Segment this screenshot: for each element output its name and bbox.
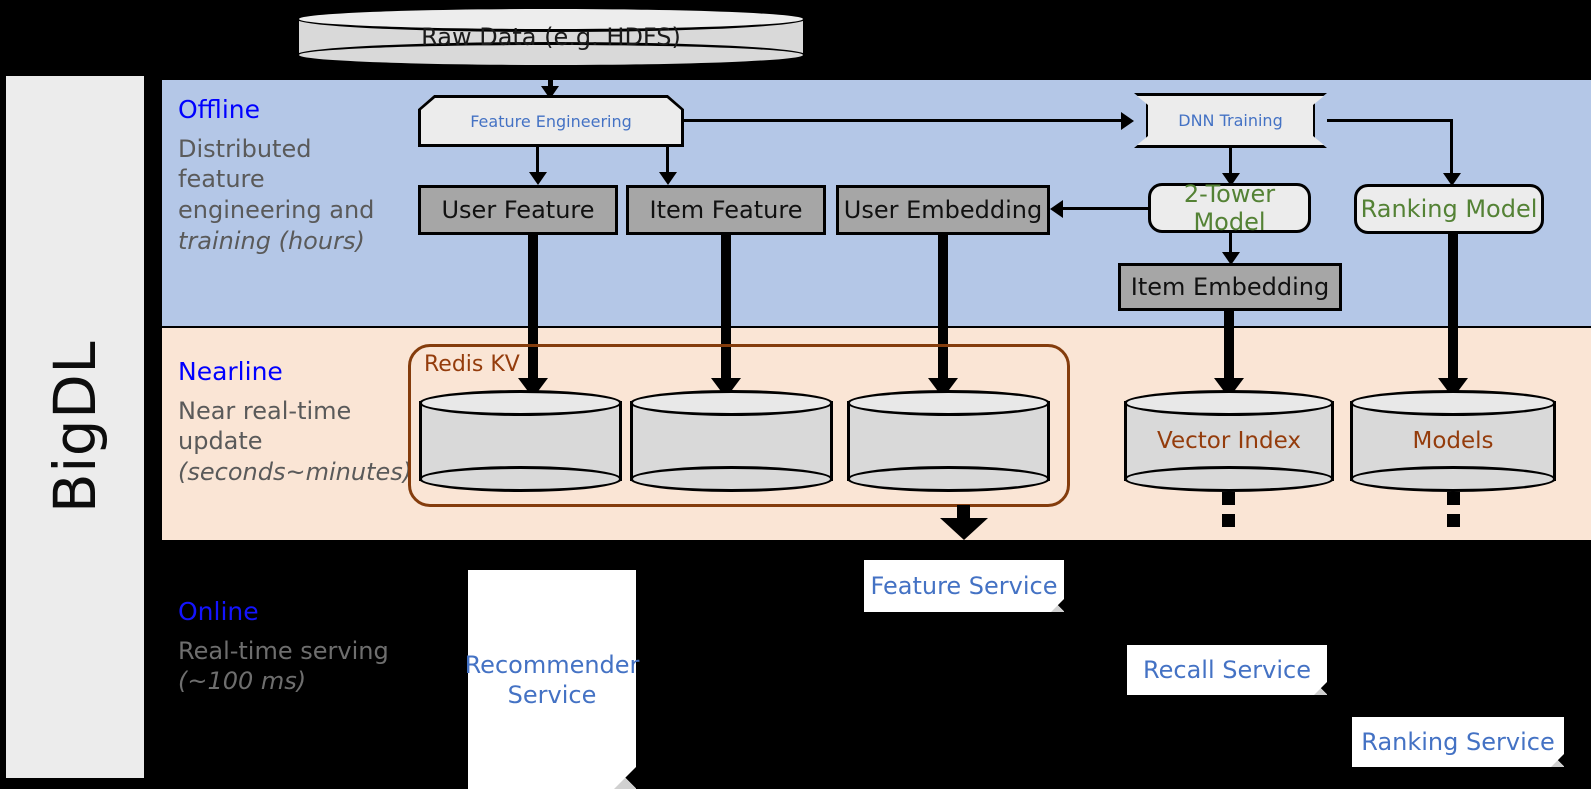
two-tower-model-node[interactable]: 2-Tower Model: [1148, 180, 1311, 236]
dash-vectorindex-1: [1222, 492, 1235, 505]
user-feature-label: User Feature: [441, 196, 595, 224]
user-feature-store-cylinder[interactable]: [419, 390, 622, 492]
feature-service-node[interactable]: Feature Service: [864, 560, 1064, 612]
redis-kv-label: Redis KV: [424, 352, 520, 377]
dash-vectorindex-2: [1222, 514, 1235, 527]
pipe-redis-to-featureservice: [957, 505, 970, 522]
feature-service-label: Feature Service: [870, 572, 1058, 600]
connector-featureeng-to-itemfeature: [666, 147, 669, 176]
redis-kv-container: [408, 344, 1070, 507]
ranking-model-label: Ranking Model: [1360, 195, 1538, 223]
vector-index-label: Vector Index: [1157, 428, 1301, 454]
bigdl-label: BigDL: [41, 340, 109, 514]
arrowhead-twotower-to-userembedding: [1050, 200, 1063, 218]
item-feature-label: Item Feature: [649, 196, 803, 224]
ranking-service-label: Ranking Service: [1361, 728, 1555, 756]
cylinder-top: [847, 390, 1050, 416]
raw-data-label: Raw Data (e.g. HDFS): [421, 23, 681, 51]
document-sheet: [468, 570, 636, 789]
pipe-rankingmodel-to-models: [1448, 234, 1458, 385]
offline-description-text: Distributed feature engineering and: [178, 134, 375, 224]
cylinder-bottom: [847, 466, 1050, 492]
offline-label-group: Offline Distributed feature engineering …: [178, 96, 388, 256]
online-description-emphasis: (~100 ms): [178, 667, 307, 696]
online-label-group: Online Real-time serving (~100 ms): [178, 598, 398, 697]
connector-twotower-to-itemembedding: [1229, 233, 1232, 260]
arrowhead-featureeng-to-itemfeature: [659, 172, 677, 185]
nearline-description: Near real-time update (seconds~minutes): [178, 396, 412, 488]
arrowhead-dnn-to-rankingmodel: [1443, 173, 1461, 186]
arrowhead-featureeng-to-dnn: [1121, 112, 1134, 130]
connector-featureeng-to-dnn: [684, 119, 1121, 122]
pipe-itemembedding-to-vectorindex: [1224, 311, 1234, 385]
cylinder-bottom: [1124, 466, 1334, 492]
ranking-model-node[interactable]: Ranking Model: [1354, 184, 1544, 234]
connector-dnn-to-rankingmodel-h: [1327, 119, 1453, 122]
user-embedding-node[interactable]: User Embedding: [836, 185, 1050, 235]
cylinder-bottom: [419, 466, 622, 492]
node-fill: [421, 98, 681, 144]
arrowhead-redis-to-featureservice: [940, 518, 988, 540]
arrowhead-featureeng-to-userfeature: [529, 172, 547, 185]
two-tower-model-label: 2-Tower Model: [1183, 180, 1276, 236]
pipe-userembedding-to-redis: [938, 235, 948, 385]
raw-data-cylinder: Raw Data (e.g. HDFS): [296, 6, 806, 68]
cylinder-top: [296, 6, 806, 32]
dash-models-2: [1447, 514, 1460, 527]
cylinder-top: [419, 390, 622, 416]
item-feature-store-cylinder[interactable]: [630, 390, 833, 492]
nearline-label-group: Nearline Near real-time update (seconds~…: [178, 357, 412, 488]
user-embedding-store-cylinder[interactable]: [847, 390, 1050, 492]
offline-title: Offline: [178, 95, 261, 124]
models-label: Models: [1412, 428, 1494, 454]
item-embedding-node[interactable]: Item Embedding: [1118, 263, 1342, 311]
feature-engineering-label: Feature Engineering: [470, 111, 632, 131]
vector-index-cylinder[interactable]: Vector Index: [1124, 390, 1334, 492]
document-sheet: [864, 560, 1064, 612]
cylinder-bottom: [630, 466, 833, 492]
cylinder-top: [630, 390, 833, 416]
node-fill: [1137, 96, 1324, 145]
item-embedding-label: Item Embedding: [1130, 273, 1330, 301]
online-description: Real-time serving (~100 ms): [178, 636, 398, 697]
cylinder-bottom: [296, 42, 806, 68]
cylinder-top: [1124, 390, 1334, 416]
recommender-service-label: Recommender Service: [464, 650, 640, 709]
arrowhead-dnn-to-twotower: [1222, 173, 1240, 186]
cylinder-top: [1350, 390, 1556, 416]
connector-twotower-to-userembedding: [1063, 207, 1151, 210]
cylinder-bottom: [1350, 466, 1556, 492]
recall-service-label: Recall Service: [1143, 656, 1311, 684]
connector-dnn-to-rankingmodel-v: [1450, 119, 1453, 179]
nearline-description-text: Near real-time update: [178, 396, 352, 456]
connector-dnn-to-twotower: [1229, 148, 1232, 178]
feature-engineering-node[interactable]: Feature Engineering: [418, 95, 684, 147]
document-sheet: [1127, 645, 1327, 695]
nearline-title: Nearline: [178, 357, 283, 386]
arrowhead-twotower-to-itemembedding: [1222, 252, 1240, 265]
pipe-itemfeature-to-redis: [721, 235, 731, 385]
user-embedding-label: User Embedding: [843, 196, 1043, 224]
dnn-training-label: DNN Training: [1178, 111, 1283, 130]
pipe-userfeature-to-redis: [528, 235, 538, 385]
connector-featureeng-to-userfeature: [536, 147, 539, 176]
nearline-description-emphasis: (seconds~minutes): [178, 457, 413, 486]
offline-description: Distributed feature engineering and trai…: [178, 134, 388, 257]
dnn-training-node[interactable]: DNN Training: [1134, 93, 1327, 148]
item-feature-node[interactable]: Item Feature: [626, 185, 826, 235]
user-feature-node[interactable]: User Feature: [418, 185, 618, 235]
offline-description-emphasis: training (hours): [178, 226, 365, 255]
document-sheet: [1352, 717, 1564, 767]
online-description-text: Real-time serving: [178, 636, 389, 665]
dash-models-1: [1447, 492, 1460, 505]
recall-service-node[interactable]: Recall Service: [1127, 645, 1327, 695]
recommender-service-node[interactable]: Recommender Service: [464, 570, 640, 789]
bigdl-sidebar: BigDL: [6, 76, 144, 778]
ranking-service-node[interactable]: Ranking Service: [1352, 717, 1564, 767]
online-title: Online: [178, 597, 259, 626]
connector-rawdata-to-featureeng: [548, 68, 553, 90]
models-cylinder[interactable]: Models: [1350, 390, 1556, 492]
